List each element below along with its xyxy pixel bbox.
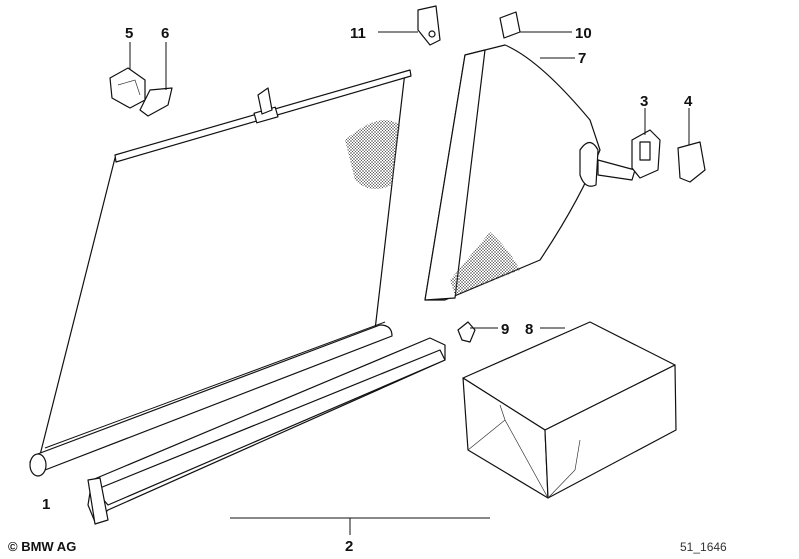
callout-1: 1 xyxy=(42,496,50,513)
part-6-cover xyxy=(139,87,173,117)
callout-6: 6 xyxy=(161,25,169,42)
part-3-holder xyxy=(631,129,661,179)
part-11-bracket xyxy=(417,5,441,46)
part-5-clip xyxy=(109,67,146,109)
callout-4: 4 xyxy=(684,93,693,110)
callout-5: 5 xyxy=(125,25,133,42)
part-9-clip xyxy=(457,321,476,343)
part-4-cap xyxy=(677,141,706,183)
callout-2: 2 xyxy=(345,538,353,555)
part-1-roller-blind xyxy=(29,69,412,477)
callout-9: 9 xyxy=(501,321,509,338)
part-8-box xyxy=(462,321,677,499)
callout-11: 11 xyxy=(350,25,366,42)
callout-3: 3 xyxy=(640,93,648,110)
callout-8: 8 xyxy=(525,321,533,338)
callout-7: 7 xyxy=(578,50,586,67)
leader-lines xyxy=(129,31,690,329)
part-7-window-shade xyxy=(424,44,636,301)
copyright-label: © BMW AG xyxy=(8,539,77,554)
part-2-trim-strip xyxy=(87,337,490,535)
callout-10: 10 xyxy=(575,25,592,42)
drawing-number: 51_1646 xyxy=(680,540,727,554)
part-10-cover xyxy=(499,11,521,39)
